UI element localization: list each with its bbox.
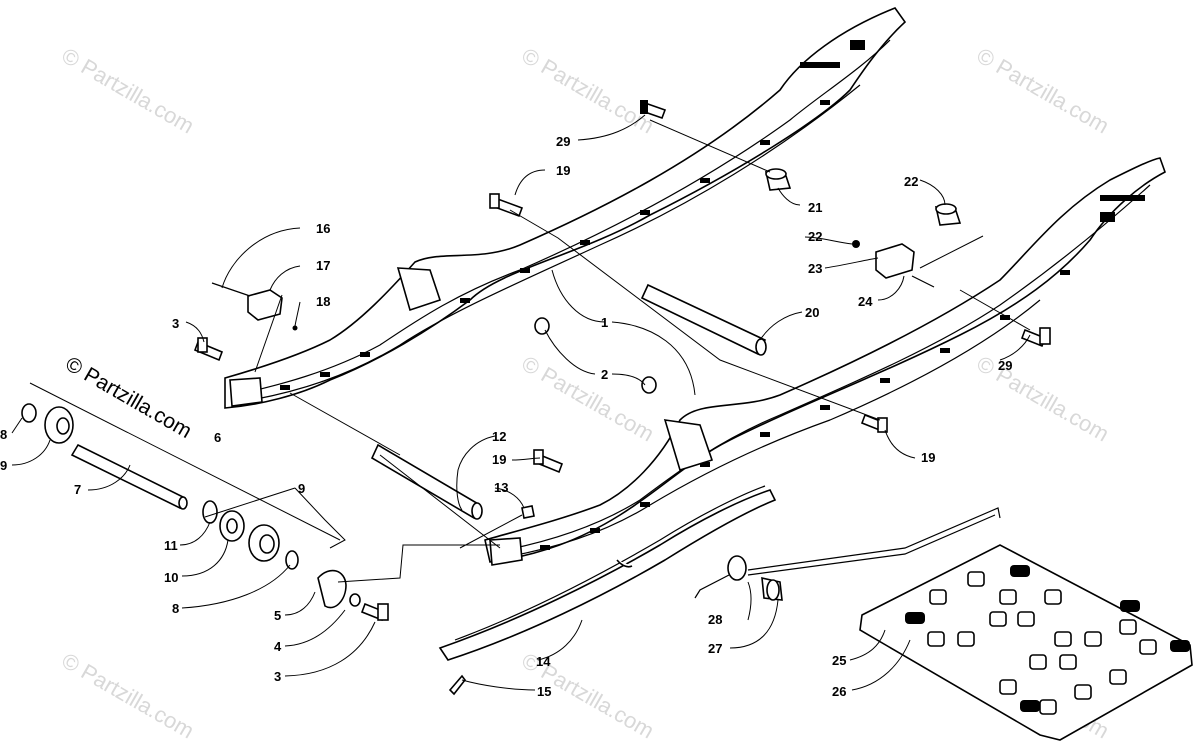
watermark: © Partzilla.com	[518, 351, 659, 447]
watermark-main: © Partzilla.com	[62, 352, 196, 443]
wear-strip	[438, 485, 777, 661]
callout-15: 15	[537, 684, 551, 699]
callout-21: 21	[808, 200, 822, 215]
callout-8: 8	[172, 601, 179, 616]
callout-3: 3	[172, 316, 179, 331]
callout-17: 17	[316, 258, 330, 273]
callout-3: 3	[274, 669, 281, 684]
callout-9: 9	[0, 458, 7, 473]
callout-16: 16	[316, 221, 330, 236]
callout-29: 29	[998, 358, 1012, 373]
callout-6: 6	[214, 430, 221, 445]
hardware	[21, 100, 1051, 696]
watermark: © Partzilla.com	[58, 43, 199, 139]
callout-14: 14	[536, 654, 551, 669]
callout-23: 23	[808, 261, 822, 276]
callout-25: 25	[832, 653, 846, 668]
watermark: © Partzilla.com	[973, 351, 1114, 447]
front-skid-rail	[484, 157, 1166, 566]
callout-19: 19	[921, 450, 935, 465]
callout-28: 28	[708, 612, 722, 627]
callout-24: 24	[858, 294, 873, 309]
callout-4: 4	[274, 639, 282, 654]
callout-20: 20	[805, 305, 819, 320]
callout-10: 10	[164, 570, 178, 585]
watermark: © Partzilla.com	[973, 43, 1114, 139]
callout-22: 22	[904, 174, 918, 189]
callout-13: 13	[494, 480, 508, 495]
watermark: © Partzilla.com	[518, 43, 659, 139]
callout-1: 1	[601, 315, 608, 330]
callout-19: 19	[492, 452, 506, 467]
callout-18: 18	[316, 294, 330, 309]
callout-2: 2	[601, 367, 608, 382]
callout-5: 5	[274, 608, 281, 623]
callout-26: 26	[832, 684, 846, 699]
callout-19: 19	[556, 163, 570, 178]
spring-arm	[747, 507, 1001, 576]
watermark: © Partzilla.com	[58, 648, 199, 744]
callout-12: 12	[492, 429, 506, 444]
callout-8: 8	[0, 427, 7, 442]
callout-11: 11	[164, 538, 178, 553]
callout-9: 9	[298, 481, 305, 496]
callout-22: 22	[808, 229, 822, 244]
callout-27: 27	[708, 641, 722, 656]
leader-lines	[11, 114, 1031, 691]
callouts: 29 19 21 22 22 23 24 20 29 1 2 19 19 12 …	[0, 134, 1012, 699]
callout-7: 7	[74, 482, 81, 497]
track-section	[859, 544, 1193, 741]
cross-shafts	[70, 283, 767, 520]
callout-29: 29	[556, 134, 570, 149]
